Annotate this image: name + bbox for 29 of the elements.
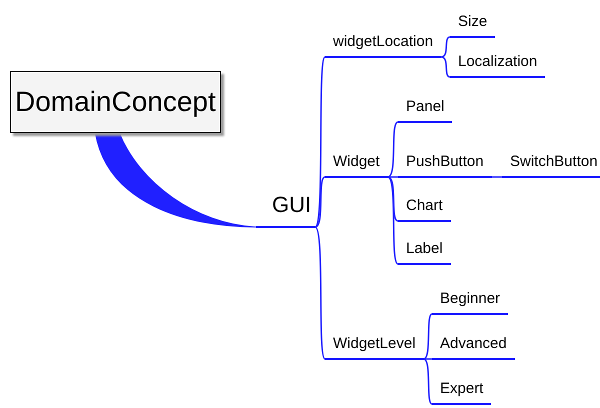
topic-label: Chart <box>398 196 451 222</box>
branch-line <box>387 121 398 178</box>
topic-label: Widget <box>325 152 388 178</box>
topic-label: Panel <box>398 97 452 123</box>
topic-label: PushButton <box>398 152 492 178</box>
branch-line <box>423 313 432 360</box>
branch-line <box>314 176 326 228</box>
topic-label: Expert <box>432 379 492 405</box>
thick-connector <box>94 132 256 228</box>
branch-line <box>492 176 502 178</box>
branch-line <box>387 176 399 265</box>
branch-line <box>388 176 398 178</box>
topic-label: Size <box>450 12 496 38</box>
topic-label: Label <box>398 239 451 265</box>
topic-label: Localization <box>450 52 546 78</box>
branch-line <box>423 358 432 405</box>
root-box: DomainConcept <box>10 71 221 133</box>
branch-line <box>314 226 326 360</box>
topic-label: widgetLocation <box>325 32 442 58</box>
branch-line <box>387 176 398 222</box>
branch-line <box>440 56 450 78</box>
topic-label: Beginner <box>432 289 508 315</box>
topic-label: WidgetLevel <box>325 334 424 360</box>
topic-label: Advanced <box>432 334 515 360</box>
branch-line <box>440 36 450 58</box>
branch-line <box>424 358 432 360</box>
topic-label: GUI <box>256 192 316 228</box>
branch-line <box>314 56 326 228</box>
topic-label: SwitchButton <box>502 152 600 178</box>
